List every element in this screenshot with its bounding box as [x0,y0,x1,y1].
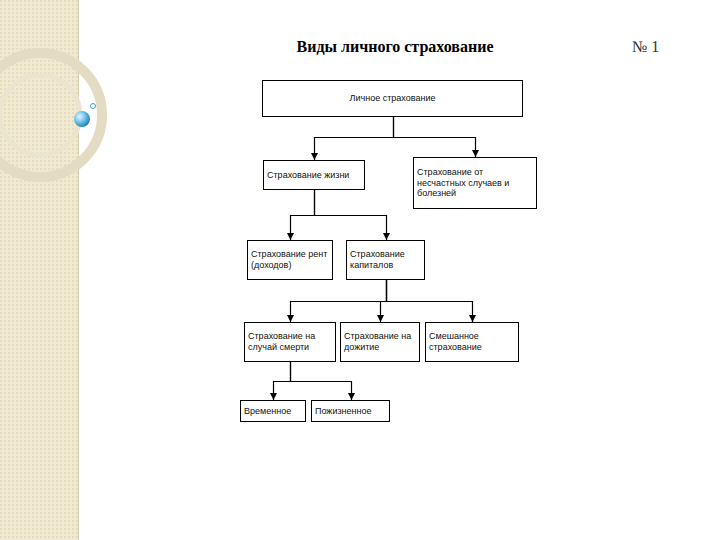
box-label: Страхование от несчастных случаев и боле… [417,167,533,199]
box-label: Смешанное страхование [429,331,515,353]
box-label: Страхование жизни [267,170,361,181]
category-box: Страхование рент (доходов) [247,240,333,280]
category-box: Смешанное страхование [425,322,519,362]
box-label: Страхование на случай смерти [248,331,332,353]
arrow-connector [394,117,476,157]
arrow-connector [291,362,352,400]
box-label: Страхование рент (доходов) [251,249,329,271]
slide-title: Виды личного страхование [296,38,493,56]
category-box: Страхование капиталов [346,240,425,280]
arrow-connector [381,280,387,322]
box-label: Пожизненное [315,406,386,417]
slide-number: № 1 [632,38,659,56]
arrow-connector [387,280,473,322]
category-box: Страхование на случай смерти [244,322,336,362]
box-label: Временное [244,406,302,417]
category-box: Страхование от несчастных случаев и боле… [413,157,537,209]
deco-ring [0,53,102,177]
arrow-connector [274,362,291,400]
arrow-connector [291,280,387,322]
arrow-connector [315,190,387,240]
deco-dot [91,104,96,109]
arrow-connector [315,117,394,160]
deco-ball [74,111,90,127]
arrow-connector [291,190,315,240]
category-box: Страхование жизни [263,160,365,190]
box-label: Страхование на дожитие [344,331,416,353]
category-box: Личное страхование [262,80,523,117]
category-box: Пожизненное [311,400,390,422]
box-label: Личное страхование [266,93,519,104]
category-box: Временное [240,400,306,422]
side-strip [0,0,78,540]
deco-ring [0,75,80,155]
strip-edge [78,0,79,540]
box-label: Страхование капиталов [350,249,421,271]
category-box: Страхование на дожитие [340,322,420,362]
